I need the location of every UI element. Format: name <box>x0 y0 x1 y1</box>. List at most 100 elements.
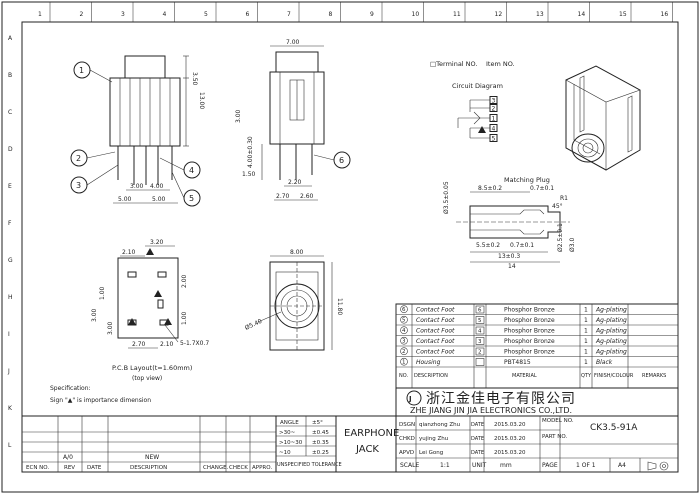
circuit-pin-label: 4 <box>492 126 496 133</box>
dim-d4: 5.00 <box>152 196 166 203</box>
dim-side-pitch1: 2.70 <box>276 193 290 200</box>
plug-dim-f: 14 <box>508 263 516 270</box>
pcb-dim-hole: 5-1.7X0.7 <box>180 340 209 347</box>
pcb-dim-bottom2: 2.10 <box>160 341 174 348</box>
model-number: CK3.5-91A <box>590 423 638 433</box>
dim-d1: 3.00 <box>130 183 144 190</box>
signoff-name: Lei Gong <box>419 450 443 456</box>
bom-row-qty: 1 <box>584 359 588 366</box>
plug-dim-h: Ø2.5±0.1 <box>557 223 564 252</box>
circuit-pin-label: 1 <box>492 116 496 123</box>
plug-dim-j: 45° <box>552 203 563 210</box>
bom-row-no: 6 <box>402 307 406 313</box>
svg-text:1: 1 <box>79 66 84 75</box>
bom-row-box: 2 <box>478 350 482 356</box>
bom-row-no: 3 <box>402 339 406 345</box>
bom-row-number-circle <box>400 315 408 324</box>
bom-row-finish: Ag-plating <box>595 307 627 314</box>
projection-symbol-icon <box>647 461 669 471</box>
bom-row-finish: Ag-plating <box>595 349 627 356</box>
dim-side-pin-offset: 1.50 <box>242 171 256 178</box>
pcb-dim-bottom1: 2.70 <box>132 341 146 348</box>
bom-row-finish: Ag-plating <box>595 338 627 345</box>
bom-row-finish: Black <box>596 359 613 366</box>
part-label: PART NO. <box>542 434 567 440</box>
ruler-top-number: 5 <box>204 11 208 18</box>
svg-text:6: 6 <box>339 156 344 165</box>
bom-header-desc: DESCRIPTION <box>414 373 448 379</box>
tolerance-range: >10~30 <box>279 440 303 446</box>
product-name-box: EARPHONE JACK <box>335 415 399 473</box>
bom-row-number-circle <box>400 336 408 345</box>
circuit-pin-label: 5 <box>492 136 496 143</box>
unit-label: UNIT <box>472 462 487 469</box>
sheet-size: A4 <box>618 462 626 469</box>
ruler-side-letter: A <box>8 35 13 42</box>
dim-side-depth: 3.00 <box>235 109 242 123</box>
ruler-side-letter: K <box>8 405 13 412</box>
ruler-top-number: 2 <box>80 11 84 18</box>
dim-height-main: 13.00 <box>198 92 205 109</box>
dim-side-height: 4.00±0.30 <box>247 136 254 168</box>
plug-dim-a: 8.5±0.2 <box>478 185 502 192</box>
bom-row-qty: 1 <box>584 349 588 356</box>
bom-header-qty: QTY <box>581 373 592 379</box>
signoff-role: APVD <box>399 450 414 456</box>
balloon-2: 2 <box>70 149 116 167</box>
plug-dim-d: 0.7±0.1 <box>510 242 534 249</box>
balloon-4: 4 <box>159 157 201 179</box>
circuit-pin-box <box>489 96 498 104</box>
bom-row-no: 2 <box>402 349 406 355</box>
bom-header-finish: FINISH/COLOUR <box>594 373 634 379</box>
svg-text:3: 3 <box>76 181 81 190</box>
bom-row-material: Phosphor Bronze <box>504 349 555 356</box>
dim-side-pitch2: 2.60 <box>300 193 314 200</box>
ruler-side-letter: B <box>8 72 12 79</box>
pcb-dim-left3: 3.00 <box>91 308 98 322</box>
dim-height-top: 3.50 <box>191 72 198 86</box>
bom-row-qty: 1 <box>584 328 588 335</box>
balloon-1: 1 <box>73 61 113 83</box>
plug-dim-e: 13±0.3 <box>498 253 520 260</box>
pcb-caption-view: (top view) <box>132 375 162 382</box>
front-view: 3.50 13.00 3.00 4.00 5.00 5.00 1 2 3 4 <box>70 55 205 207</box>
scale-label: SCALE <box>400 462 419 469</box>
ruler-side-letter: F <box>8 220 12 227</box>
revision-ecn-label: ECN NO. <box>26 465 49 471</box>
isometric-view <box>565 65 641 171</box>
signoff-date-label: DATE <box>471 450 484 456</box>
pcb-dim-left1: 1.00 <box>99 286 106 300</box>
bom-row-desc: Contact Foot <box>416 338 455 345</box>
ruler-top-number: 8 <box>329 11 333 18</box>
bom-row-box: 6 <box>478 308 482 314</box>
company-name-cn: 浙江金佳电子有限公司 <box>426 391 576 407</box>
bom-row-number-circle <box>400 357 408 366</box>
bom-row-number-circle <box>400 347 408 356</box>
bom-row-material: Phosphor Bronze <box>504 328 555 335</box>
revision-date-label: DATE <box>87 465 102 471</box>
signoff-date: 2015.03.20 <box>494 450 526 456</box>
bom-header-no: NO. <box>399 373 408 379</box>
tolerance-value: ±0.45 <box>312 430 329 436</box>
signoff-date-label: DATE <box>471 436 484 442</box>
circuit-pin-box <box>489 104 498 112</box>
title-block: J 浙江金佳电子有限公司 ZHE JIANG JIN JIA ELECTRONI… <box>395 387 679 473</box>
revision-rev-label: REV <box>64 465 75 471</box>
bottom-dim-width: 8.00 <box>290 249 304 256</box>
balloon-6: 6 <box>313 151 351 169</box>
page-value: 1 OF 1 <box>576 462 596 469</box>
circuit-pin-label: 3 <box>492 98 496 105</box>
bom-row-qty: 1 <box>584 338 588 345</box>
revision-value: A/0 <box>63 454 73 461</box>
front-view-top-block <box>124 55 166 79</box>
ruler-top-number: 11 <box>453 11 461 18</box>
ruler-top-number: 15 <box>619 11 627 18</box>
bom-row-finish: Ag-plating <box>595 328 627 335</box>
pcb-dim-right2: 1.00 <box>181 311 188 325</box>
